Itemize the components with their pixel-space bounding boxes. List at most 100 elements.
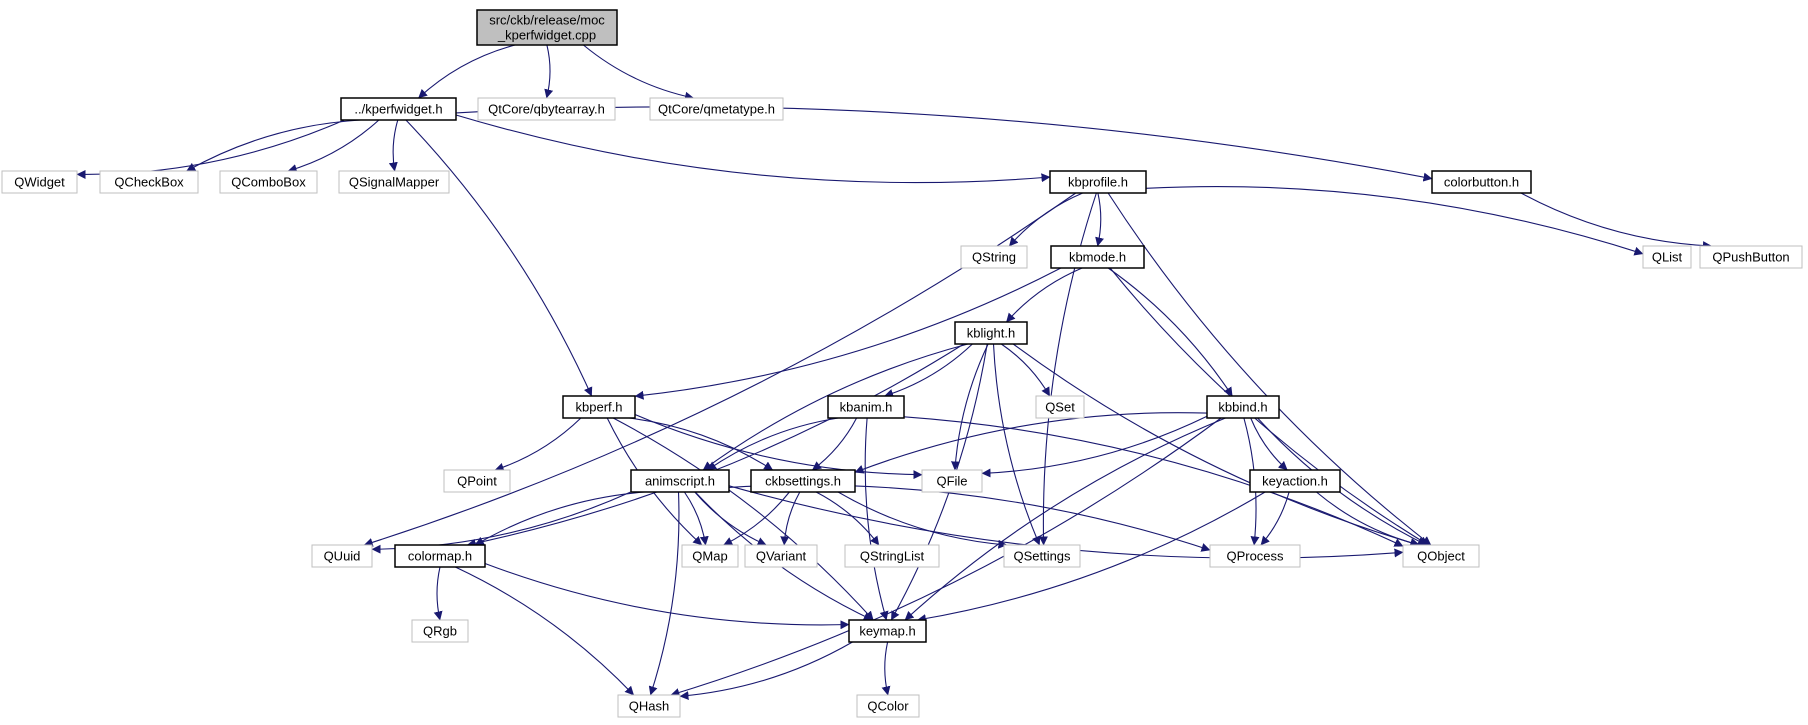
node-kbperf[interactable]: kbperf.h — [562, 395, 636, 419]
edge-animscript-to-qmap — [683, 491, 709, 546]
node-kbprofile-label: kbprofile.h — [1068, 175, 1128, 190]
edge-ckbsettings-to-qmap — [723, 491, 790, 546]
node-kbbind-label: kbbind.h — [1218, 400, 1267, 415]
node-qfile: QFile — [921, 469, 983, 493]
edge-kbanim-to-ckbsettings — [812, 417, 858, 471]
node-qwidget: QWidget — [1, 170, 78, 194]
node-qsignalmapper: QSignalMapper — [338, 170, 450, 194]
node-kperfwidget-label: ../kperfwidget.h — [354, 102, 442, 117]
node-kbmode[interactable]: kbmode.h — [1050, 245, 1145, 269]
node-qstringlist-box — [844, 544, 940, 568]
node-root-box — [476, 9, 618, 46]
node-kbperf-box — [562, 395, 636, 419]
edge-kperfwidget-to-kbprofile — [455, 114, 1051, 184]
node-kblight-label: kblight.h — [967, 326, 1015, 341]
edge-kperfwidget-to-qsignalmapper — [388, 119, 399, 172]
edge-keymap-to-qcolor — [881, 641, 891, 696]
node-kblight-box — [954, 321, 1028, 345]
edge-keymap-to-qhash — [679, 641, 853, 701]
node-ckbsettings[interactable]: ckbsettings.h — [750, 469, 856, 493]
node-colormap[interactable]: colormap.h — [394, 544, 486, 568]
node-qstringlist: QStringList — [844, 544, 940, 568]
node-keyaction[interactable]: keyaction.h — [1249, 469, 1341, 493]
node-qstring: QString — [960, 245, 1028, 269]
node-qcheckbox-box — [99, 170, 199, 194]
node-qset: QSet — [1035, 395, 1085, 419]
edge-kblight-to-qobject — [1012, 343, 1420, 547]
node-qcombobox-label: QComboBox — [231, 175, 306, 190]
node-keymap-label: keymap.h — [859, 624, 915, 639]
edge-colorbutton-to-qpushbutton — [1520, 192, 1712, 251]
edge-kbprofile-to-qlist — [1145, 185, 1644, 256]
node-qpoint-label: QPoint — [457, 474, 497, 489]
node-qstring-box — [960, 245, 1028, 269]
node-qmetatype-label: QtCore/qmetatype.h — [658, 102, 775, 117]
edge-colormap-to-keymap — [484, 562, 850, 630]
node-kbbind[interactable]: kbbind.h — [1206, 395, 1280, 419]
node-qhash: QHash — [617, 694, 681, 718]
node-kbanim-label: kbanim.h — [840, 400, 893, 415]
edge-kbmode-to-kbbind — [1107, 267, 1233, 397]
node-qstring-label: QString — [972, 250, 1016, 265]
graph-nodes: src/ckb/release/moc_kperfwidget.cpp ../kp… — [1, 9, 1803, 718]
node-qcolor-box — [856, 694, 920, 718]
edge-kbbind-to-qhash — [670, 417, 1222, 697]
edge-kblight-to-qsettings — [992, 343, 1041, 546]
node-qbytearray-label: QtCore/qbytearray.h — [488, 102, 605, 117]
node-qcombobox-box — [219, 170, 318, 194]
node-kbprofile-box — [1049, 170, 1147, 194]
edge-root-to-qbytearray — [544, 44, 554, 99]
node-qvariant-box — [744, 544, 818, 568]
edge-kbprofile-to-kbmode — [1095, 192, 1104, 247]
edge-keyaction-to-qprocess — [1260, 491, 1290, 546]
node-qmap-box — [681, 544, 739, 568]
node-qprocess: QProcess — [1209, 544, 1301, 568]
node-qfile-box — [921, 469, 983, 493]
edge-kbprofile-to-qsettings — [1038, 192, 1097, 546]
node-kperfwidget[interactable]: ../kperfwidget.h — [340, 97, 457, 121]
node-keymap[interactable]: keymap.h — [848, 619, 927, 643]
edge-root-to-kperfwidget — [418, 44, 516, 99]
edge-kbprofile-to-qobject — [1107, 192, 1432, 546]
edge-kbperf-to-qfile — [634, 413, 923, 480]
node-colorbutton-box — [1431, 170, 1532, 194]
node-qrgb-box — [411, 619, 469, 643]
edge-ckbsettings-to-qsettings — [837, 491, 1008, 549]
edge-kblight-to-animscript — [702, 343, 969, 471]
node-kbanim[interactable]: kbanim.h — [827, 395, 905, 419]
node-qcolor: QColor — [856, 694, 920, 718]
node-root-label: src/ckb/release/moc — [489, 13, 605, 28]
node-animscript[interactable]: animscript.h — [630, 469, 730, 493]
edge-kperfwidget-to-qcheckbox — [186, 119, 361, 172]
node-qsignalmapper-box — [338, 170, 450, 194]
node-qhash-label: QHash — [629, 699, 669, 714]
node-animscript-label: animscript.h — [645, 474, 715, 489]
node-qpushbutton-box — [1699, 245, 1803, 269]
node-root[interactable]: src/ckb/release/moc_kperfwidget.cpp — [476, 9, 618, 46]
edge-kbprofile-to-qstring — [1008, 192, 1083, 247]
node-kbanim-box — [827, 395, 905, 419]
edge-root-to-qmetatype — [583, 44, 695, 101]
node-colorbutton[interactable]: colorbutton.h — [1431, 170, 1532, 194]
node-qsettings-label: QSettings — [1013, 549, 1071, 564]
node-qsettings-box — [1003, 544, 1081, 568]
node-keyaction-label: keyaction.h — [1262, 474, 1328, 489]
edge-kperfwidget-to-kbperf — [405, 119, 593, 397]
node-kblight[interactable]: kblight.h — [954, 321, 1028, 345]
node-colormap-label: colormap.h — [408, 549, 472, 564]
edge-kbbind-to-keymap — [904, 417, 1226, 621]
edge-animscript-to-colormap — [474, 491, 645, 546]
node-kbprofile[interactable]: kbprofile.h — [1049, 170, 1147, 194]
node-qset-label: QSet — [1045, 400, 1075, 415]
edge-kbmode-to-kbperf — [634, 267, 1062, 400]
edge-kblight-to-qfile — [951, 343, 989, 471]
node-animscript-box — [630, 469, 730, 493]
edge-kblight-to-qset — [1000, 343, 1051, 397]
node-qlist: QList — [1642, 245, 1692, 269]
edge-kbperf-to-ckbsettings — [629, 417, 774, 471]
node-colorbutton-label: colorbutton.h — [1444, 175, 1519, 190]
node-qlist-label: QList — [1652, 250, 1683, 265]
node-qrgb-label: QRgb — [423, 624, 457, 639]
node-ckbsettings-label: ckbsettings.h — [765, 474, 841, 489]
